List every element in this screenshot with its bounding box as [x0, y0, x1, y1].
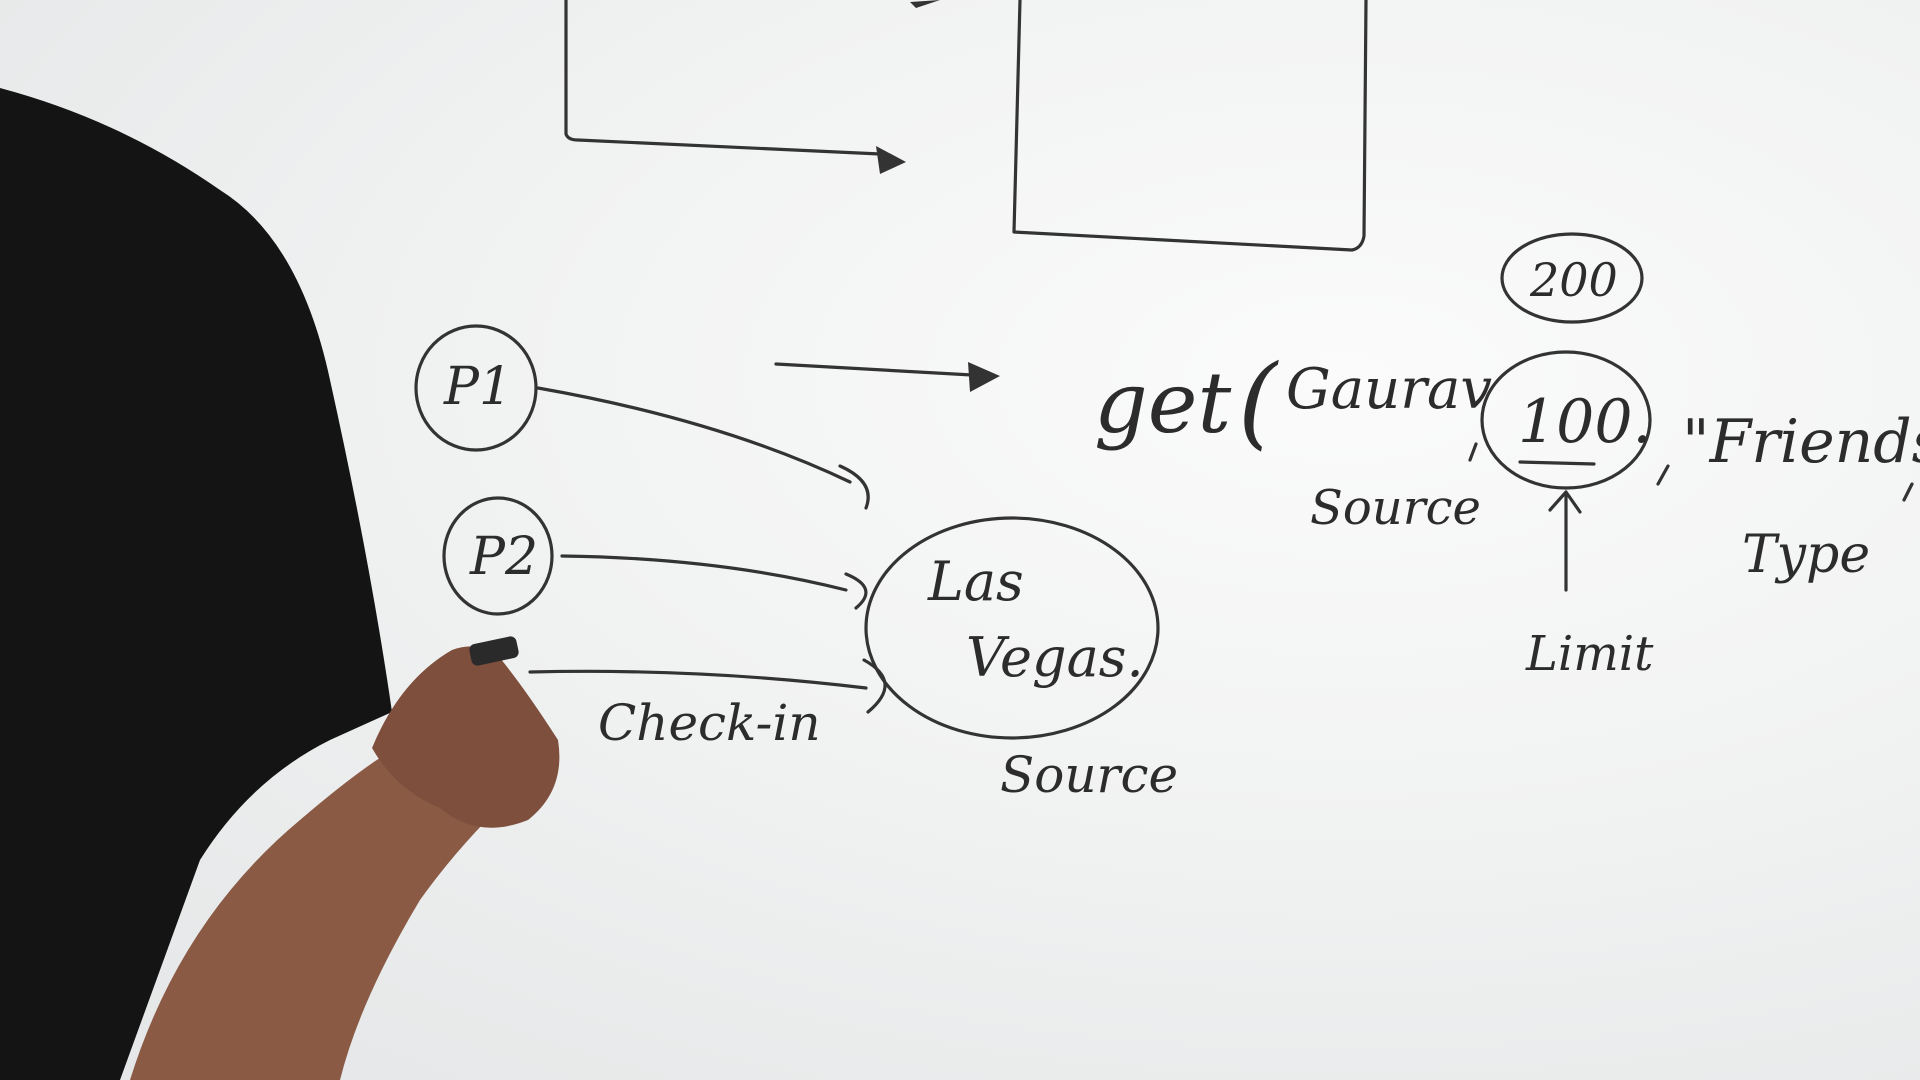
comma-1	[1468, 442, 1478, 462]
node-p1-label: P1	[443, 357, 512, 417]
limit-alt-value: 200	[1529, 253, 1618, 307]
presenter-hand	[372, 646, 560, 828]
arrow-head-icon	[968, 362, 1000, 392]
limit-alt-circle	[1500, 232, 1644, 324]
top-diagram	[564, 0, 1368, 252]
arrow-head-icon	[844, 572, 868, 610]
arrow-head-icon	[910, 0, 940, 8]
type-caption: Type	[1742, 525, 1870, 585]
limit-value: 100.	[1518, 387, 1652, 457]
edge-label-checkin: Check-in	[598, 694, 821, 752]
first-arg-caption: Source	[1310, 480, 1481, 536]
left-box-edge	[564, 0, 882, 156]
target-label-line2: Vegas.	[966, 626, 1144, 689]
limit-value-circle	[1480, 350, 1652, 490]
call-arrow-line	[774, 362, 992, 378]
function-call: get ( Gaurav Source 100. 200 Limit "Frie…	[1094, 232, 1920, 682]
comma-3	[1902, 482, 1914, 502]
node-p1: P1	[414, 324, 538, 452]
target-node: Las Vegas. Source	[864, 516, 1178, 804]
target-circle	[864, 516, 1160, 740]
node-p2-circle	[442, 496, 554, 616]
arrow-head-icon	[1548, 490, 1582, 514]
call-type-arg: "Friends"	[1682, 407, 1920, 477]
node-p1-circle	[414, 324, 538, 452]
presenter-shirt	[0, 88, 392, 1080]
edges: Check-in	[528, 386, 887, 752]
call-first-arg: Gaurav	[1286, 357, 1492, 422]
edge-p3	[528, 669, 868, 690]
edge-p2	[560, 554, 848, 592]
node-p2-label: P2	[469, 527, 538, 587]
call-arrow	[774, 362, 1000, 392]
call-keyword: get	[1094, 354, 1231, 452]
call-open-paren: (	[1238, 343, 1279, 460]
target-label-line1: Las	[927, 550, 1024, 613]
limit-caption: Limit	[1525, 626, 1654, 682]
arrow-head-icon	[876, 146, 906, 174]
limit-value-underline	[1518, 460, 1596, 466]
marker	[469, 636, 519, 666]
target-caption: Source	[1000, 746, 1178, 804]
arrow-head-icon	[838, 464, 870, 510]
edge-p1	[536, 386, 852, 484]
comma-2	[1656, 464, 1670, 486]
node-p2: P2	[442, 496, 554, 616]
right-box	[1012, 0, 1368, 252]
